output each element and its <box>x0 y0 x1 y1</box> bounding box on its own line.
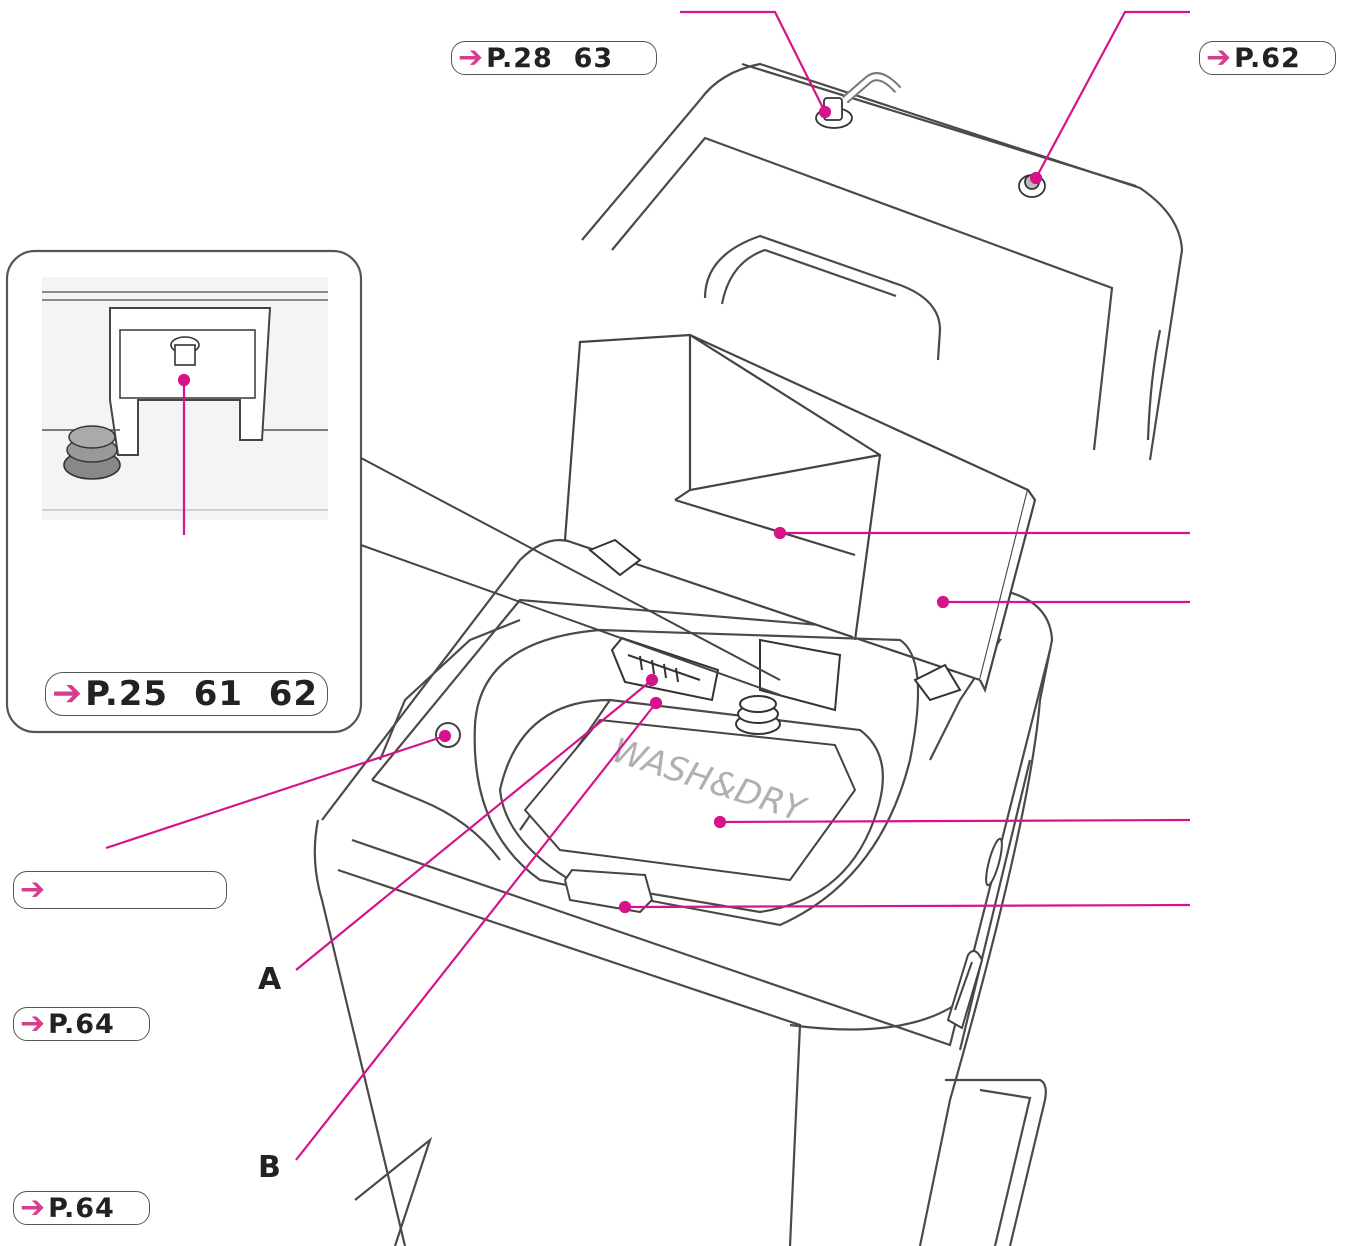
leader-lines <box>105 10 1191 1161</box>
ref-text: P.64 <box>48 1008 115 1040</box>
right-arrow-icon: ➔ <box>20 872 47 907</box>
right-arrow-icon: ➔ <box>1206 40 1233 75</box>
right-arrow-icon: ➔ <box>20 1006 47 1041</box>
ref-badge-p28-63: ➔ P.28 63 <box>451 41 657 75</box>
side-handle <box>946 837 1003 1030</box>
lint-filter <box>610 636 720 702</box>
label-b: B <box>258 1150 281 1185</box>
lid-fittings <box>815 72 1046 198</box>
right-arrow-icon: ➔ <box>458 40 485 75</box>
ref-badge-p64-b: ➔ P.64 <box>13 1191 150 1225</box>
right-arrow-icon: ➔ <box>52 673 84 714</box>
ref-badge-p64-a: ➔ P.64 <box>13 1007 150 1041</box>
right-arrow-icon: ➔ <box>20 1190 47 1225</box>
drain-spring <box>735 695 781 735</box>
inner-flap <box>563 333 1037 694</box>
machine-body <box>313 538 1054 1246</box>
ref-badge-p62: ➔ P.62 <box>1199 41 1336 75</box>
ref-badge-empty: ➔ <box>13 871 227 909</box>
hinge-parts <box>588 538 962 712</box>
inset-callout <box>360 457 781 696</box>
top-lid <box>581 62 1184 461</box>
ref-text: P.62 <box>1234 42 1301 74</box>
ref-text: P.25 61 62 <box>85 674 319 714</box>
ref-text: P.28 63 <box>486 42 614 74</box>
ref-badge-p25-61-62: ➔ P.25 61 62 <box>45 672 328 716</box>
tub-cover <box>523 718 857 914</box>
ref-text: P.64 <box>48 1192 115 1224</box>
label-a: A <box>258 962 282 997</box>
